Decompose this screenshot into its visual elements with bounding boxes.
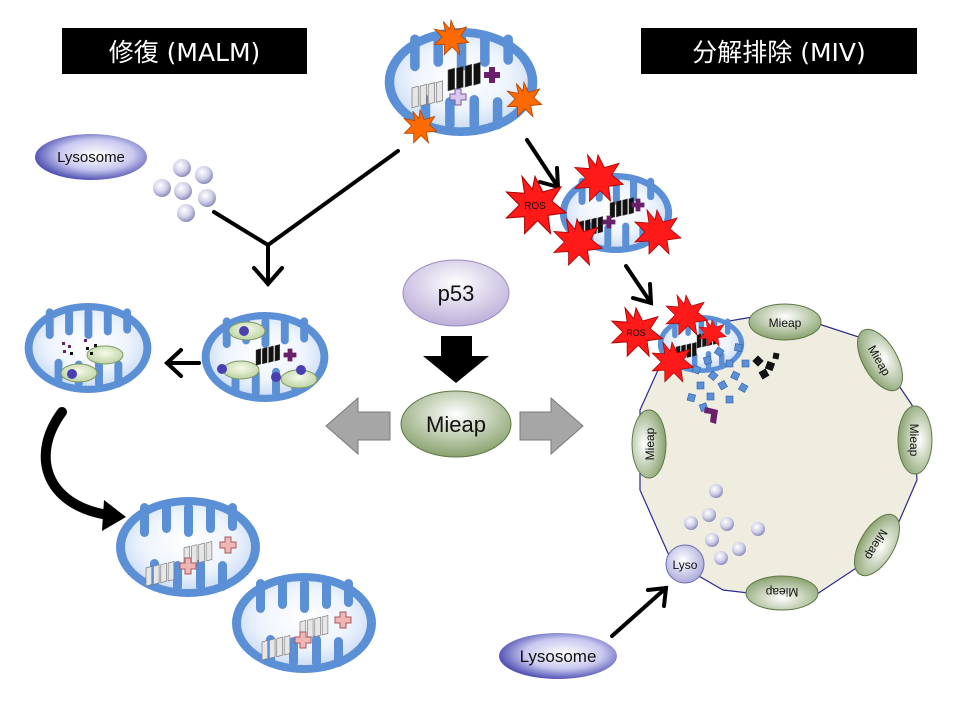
lysosome-top: Lysosome (35, 134, 147, 180)
vacuole-lysosome-particles (684, 484, 765, 565)
ros-label: ROS (524, 201, 546, 212)
mieap-protein-2: Mieap (857, 328, 903, 392)
mitochondrion-ros: ROS (505, 154, 682, 266)
title-degradation: 分解排除 (MIV) (641, 28, 917, 74)
mitochondrion-repaired-1 (116, 497, 260, 597)
arrow-gray-left (325, 396, 391, 456)
complex-fragments (752, 352, 780, 380)
arrow-curved (40, 407, 126, 531)
p53-node: p53 (402, 259, 510, 327)
mitochondrion-damaged-top (384, 19, 543, 144)
title-degradation-text: 分解排除 (MIV) (692, 38, 866, 67)
mieap-label-1: Mieap (769, 316, 802, 330)
mitochondrion-degrading (24, 303, 152, 393)
arrow-to-vacuole (624, 264, 654, 306)
mieap-center-node: Mieap (400, 390, 512, 458)
mitochondrion-repaired-2 (232, 573, 376, 673)
arrow-to-repair (212, 149, 400, 288)
mieap-label-3: Mieap (907, 424, 921, 457)
mieap-protein-3: Mieap (897, 405, 933, 475)
miv-vacuole: ROS (611, 294, 933, 611)
mieap-center-label: Mieap (426, 412, 486, 437)
arrow-gray-right (519, 396, 584, 456)
mito-fragments (686, 343, 750, 413)
arrow-lysosome-to-lyso (610, 585, 669, 638)
lysosome-bottom: Lysosome (499, 633, 617, 679)
lysosome-particles (153, 159, 216, 222)
mieap-label-5: Mieap (765, 585, 798, 599)
mieap-protein-5: Mieap (745, 575, 819, 611)
mieap-protein-4: Mieap (854, 513, 900, 577)
lysosome-top-label: Lysosome (57, 149, 125, 166)
mieap-label-6: Mieap (643, 427, 657, 460)
mieap-protein-6: Mieap (631, 409, 667, 479)
lyso-node: Lyso (665, 544, 705, 584)
arrow-left-small (164, 348, 201, 378)
ros-label-2: ROS (626, 328, 646, 338)
arrow-p53-to-mieap (423, 336, 489, 383)
p53-label: p53 (438, 281, 475, 306)
title-repair-text: 修復 (MALM) (108, 38, 261, 67)
mieap-protein-1: Mieap (748, 303, 822, 341)
title-repair: 修復 (MALM) (62, 28, 307, 74)
lysosome-bottom-label: Lysosome (520, 647, 597, 666)
lyso-label: Lyso (673, 558, 698, 572)
mitochondrion-vesicles (201, 312, 329, 402)
arrow-to-ros (525, 138, 561, 190)
